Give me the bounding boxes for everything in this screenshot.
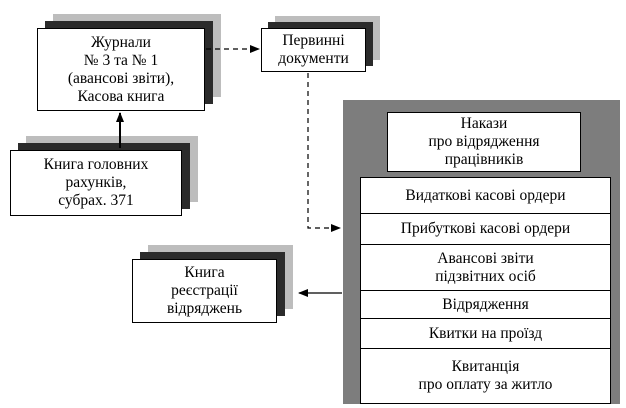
journals-box: Журнали № 3 та № 1 (авансові звіти), Кас…: [37, 28, 205, 111]
documents-list-item: Квитанція про оплату за житло: [360, 349, 611, 404]
documents-list-item: Прибуткові касові ордери: [360, 214, 611, 245]
documents-list-item: Авансові звіти підзвітних осіб: [360, 245, 611, 291]
ledger-box-text: Книга головних рахунків, субрах. 371: [43, 156, 149, 209]
primary-docs-box-text: Первинні документи: [278, 32, 349, 67]
registry-box: Книга реєстрації відряджень: [132, 259, 277, 323]
documents-list-item: Квитки на проїзд: [360, 319, 611, 349]
documents-list-item: Відрядження: [360, 291, 611, 319]
orders-box: Накази про відрядження працівників: [387, 112, 581, 172]
primary-to-panel-arrow: [307, 73, 341, 232]
registry-box-text: Книга реєстрації відряджень: [166, 264, 243, 317]
primary-docs-box: Первинні документи: [261, 28, 366, 72]
journals-box-text: Журнали № 3 та № 1 (авансові звіти), Кас…: [67, 33, 175, 105]
documents-list: Видаткові касові ордери Прибуткові касов…: [360, 177, 611, 404]
documents-list-item: Видаткові касові ордери: [360, 177, 611, 214]
ledger-box: Книга головних рахунків, субрах. 371: [10, 150, 182, 216]
orders-box-text: Накази про відрядження працівників: [428, 115, 540, 168]
